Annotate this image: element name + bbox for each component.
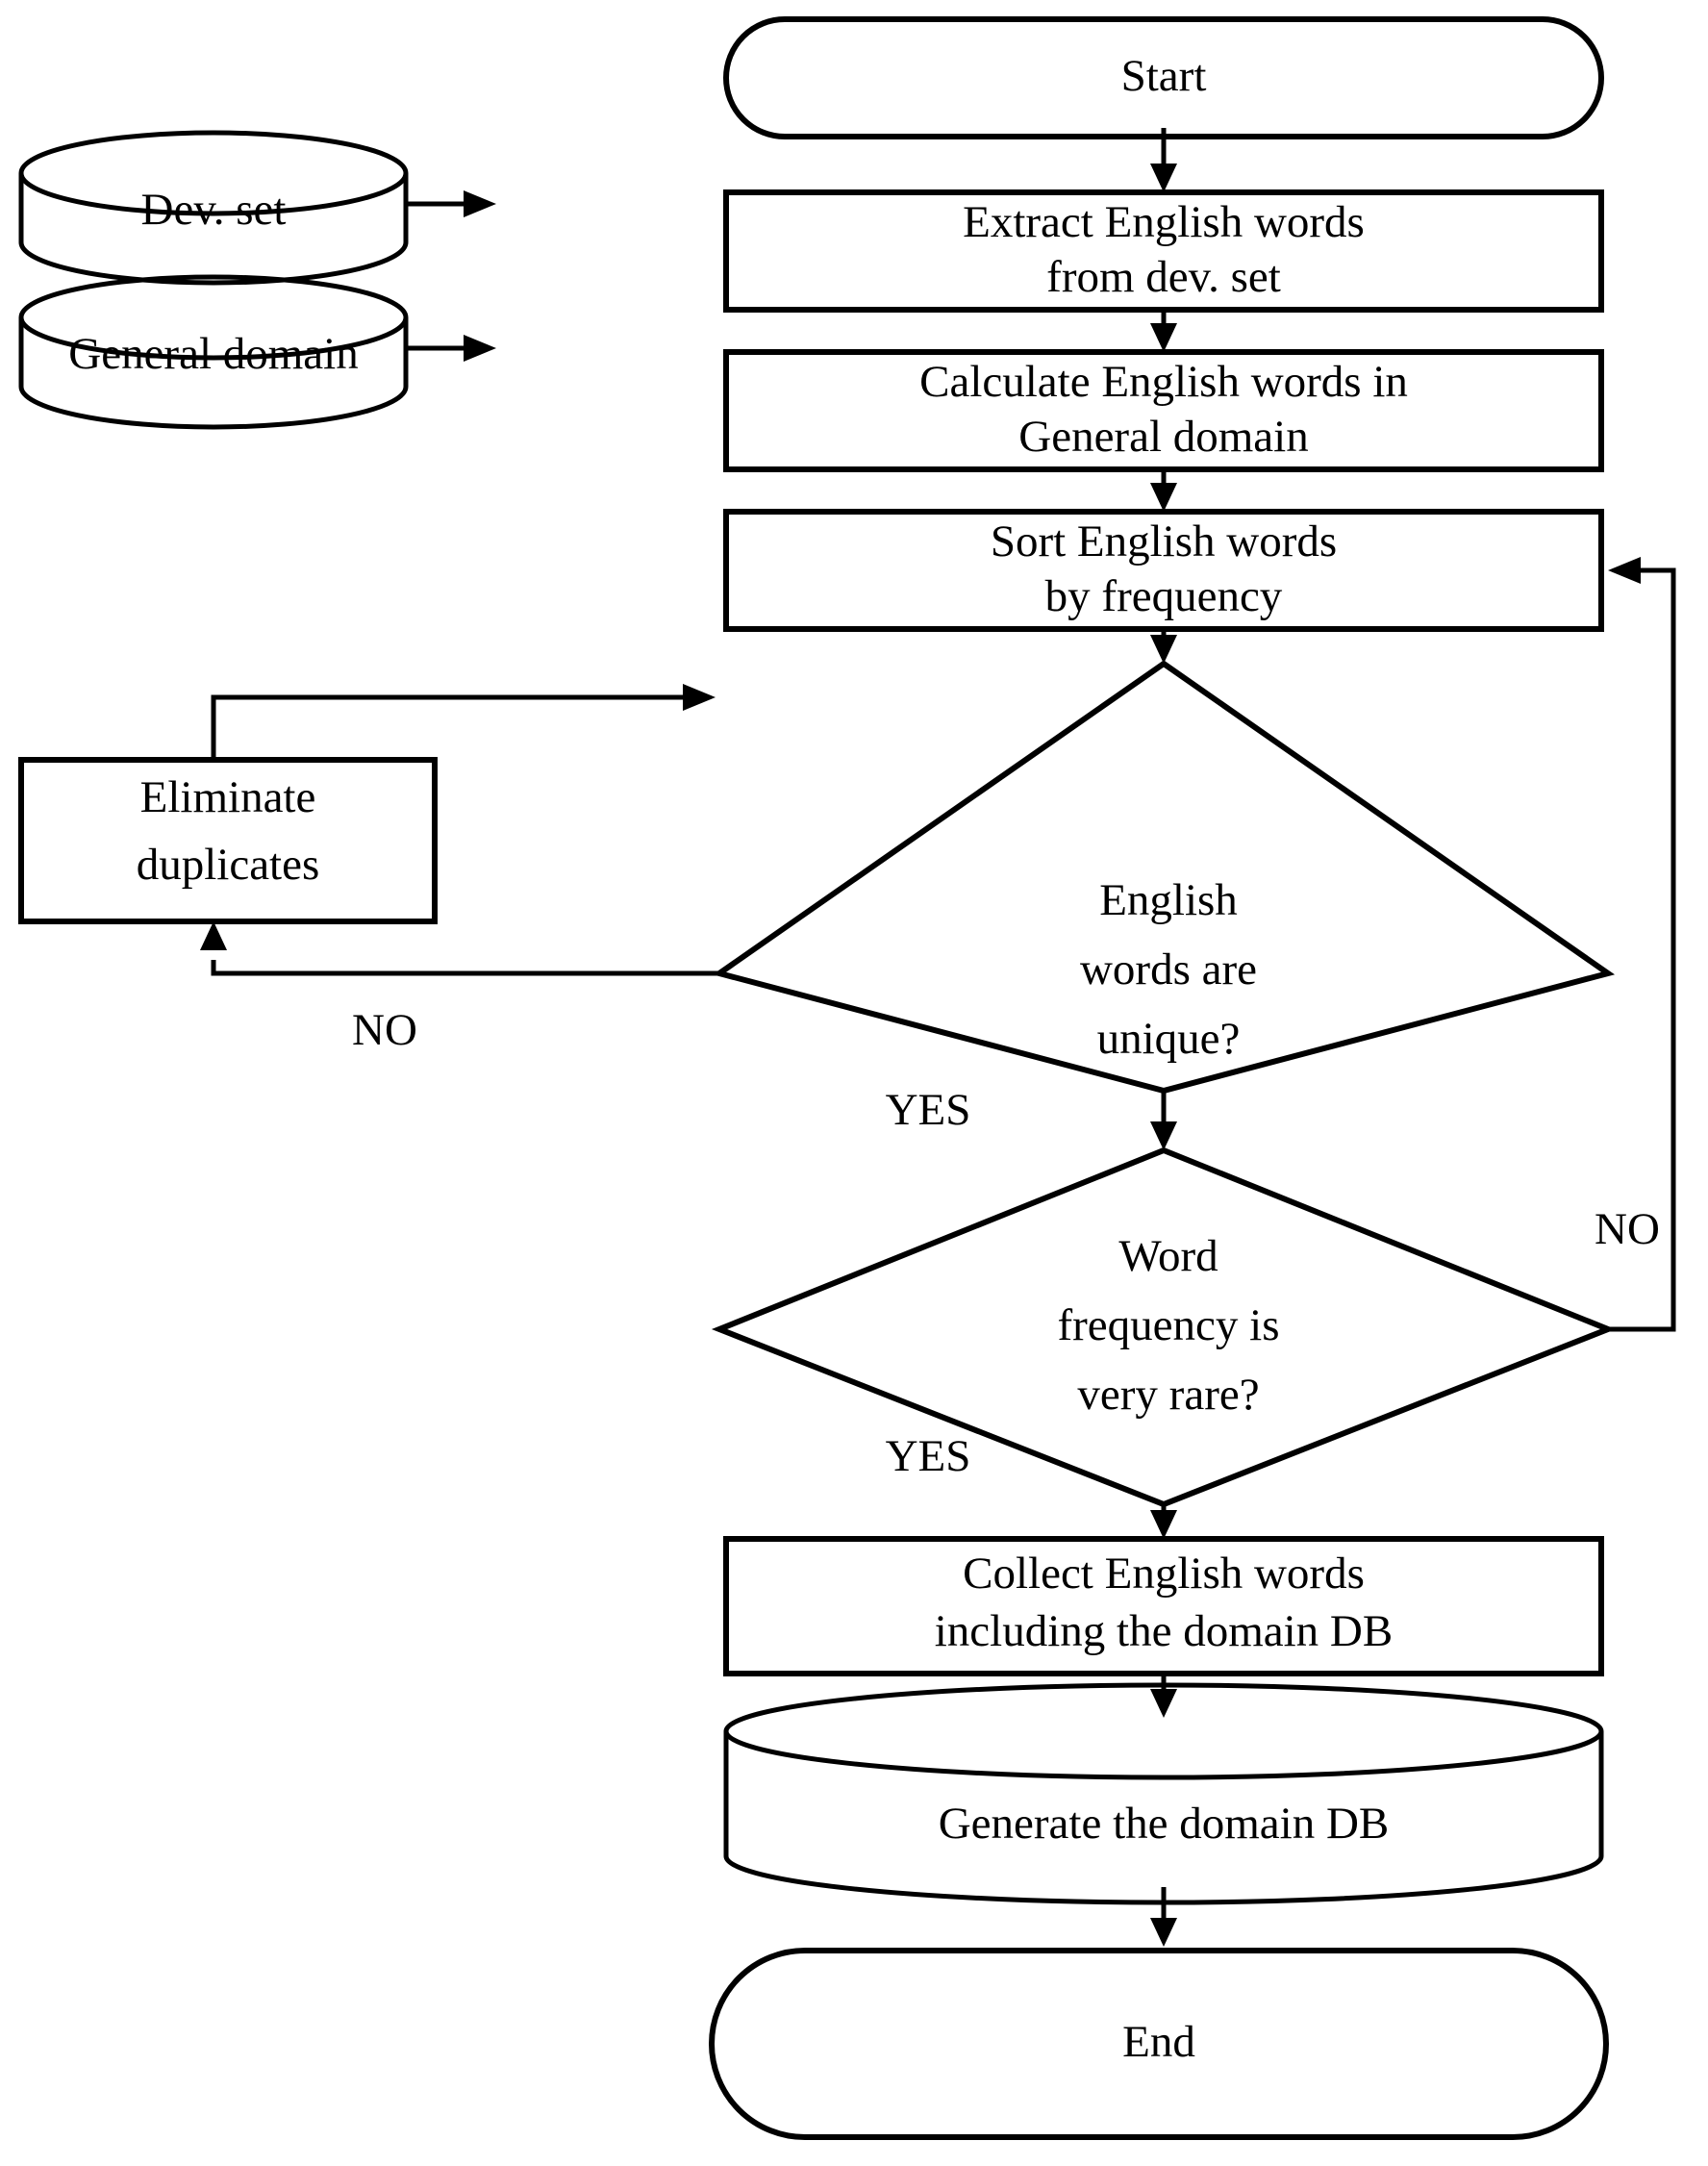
end-terminator-shape <box>709 1948 1609 2140</box>
start-label: Start <box>1121 51 1207 101</box>
collect-label-line1: Collect English words <box>963 1549 1365 1599</box>
edge-dev-set-to-extract <box>406 190 496 217</box>
unique-decision-label-line2: words are <box>1080 944 1257 995</box>
end-label: End <box>1122 2017 1195 2067</box>
edge-sort-to-unique-decision <box>1150 629 1177 664</box>
node-start[interactable]: Start <box>723 16 1604 139</box>
node-eliminate-duplicates[interactable]: Eliminate duplicates <box>18 757 438 924</box>
edge-generate-to-end <box>1150 1887 1177 1947</box>
rare-decision-label-line2: frequency is <box>1058 1300 1280 1350</box>
extract-process-shape <box>723 189 1604 313</box>
edge-label-unique-no: NO <box>352 1005 417 1055</box>
eliminate-label-line2: duplicates <box>137 840 320 890</box>
general-domain-cylinder-top <box>18 274 409 361</box>
node-sort[interactable]: Sort English words by frequency <box>723 509 1604 632</box>
node-end[interactable]: End <box>709 1948 1609 2140</box>
edge-unique-yes <box>1150 1091 1177 1150</box>
edge-rare-yes <box>1150 1504 1177 1539</box>
extract-label-line2: from dev. set <box>1046 252 1281 302</box>
rare-decision-label-line3: very rare? <box>1077 1370 1259 1420</box>
edge-start-to-extract <box>1150 128 1177 192</box>
eliminate-duplicates-process-shape <box>18 757 438 924</box>
dev-set-label: Dev. set <box>141 185 287 235</box>
edge-general-domain-to-calculate <box>406 335 496 362</box>
edge-label-rare-no: NO <box>1595 1204 1660 1254</box>
edge-eliminate-to-sort <box>211 684 716 760</box>
edge-calculate-to-sort <box>1150 469 1177 512</box>
calculate-label-line2: General domain <box>1018 412 1308 462</box>
node-rare-decision[interactable]: Word frequency is very rare? <box>711 1146 1617 1508</box>
node-extract[interactable]: Extract English words from dev. set <box>723 189 1604 313</box>
eliminate-label-line1: Eliminate <box>140 772 316 822</box>
edge-extract-to-calculate <box>1150 310 1177 352</box>
edge-label-rare-yes: YES <box>886 1431 971 1481</box>
edge-rare-no <box>1608 557 1676 1332</box>
general-domain-cylinder-body <box>18 317 409 430</box>
node-generate[interactable]: Generate the domain DB <box>723 1682 1604 1905</box>
generate-cylinder-top <box>723 1682 1604 1780</box>
sort-label-line1: Sort English words <box>991 516 1337 567</box>
sort-label-line2: by frequency <box>1045 571 1283 621</box>
calculate-process-shape <box>723 349 1604 472</box>
unique-decision-label-line1: English <box>1099 875 1238 925</box>
node-unique-decision[interactable]: English words are unique? <box>712 660 1616 1095</box>
collect-process-shape <box>723 1536 1604 1676</box>
unique-decision-label-line3: unique? <box>1097 1014 1241 1064</box>
collect-label-line2: including the domain DB <box>935 1606 1393 1656</box>
sort-process-shape <box>723 509 1604 632</box>
rare-decision-label-line1: Word <box>1118 1231 1218 1281</box>
calculate-label-line1: Calculate English words in <box>919 357 1408 407</box>
dev-set-cylinder-top <box>18 130 409 216</box>
node-calculate[interactable]: Calculate English words in General domai… <box>723 349 1604 472</box>
node-dev-set[interactable]: Dev. set <box>18 130 409 286</box>
dev-set-cylinder-body <box>18 173 409 286</box>
extract-label-line1: Extract English words <box>963 197 1365 247</box>
general-domain-label: General domain <box>68 329 358 379</box>
node-collect[interactable]: Collect English words including the doma… <box>723 1536 1604 1676</box>
edge-label-unique-yes: YES <box>886 1085 971 1135</box>
generate-label: Generate the domain DB <box>939 1799 1390 1849</box>
edge-collect-to-generate <box>1150 1674 1177 1718</box>
edge-unique-no <box>200 921 719 976</box>
node-general-domain[interactable]: General domain <box>18 274 409 430</box>
